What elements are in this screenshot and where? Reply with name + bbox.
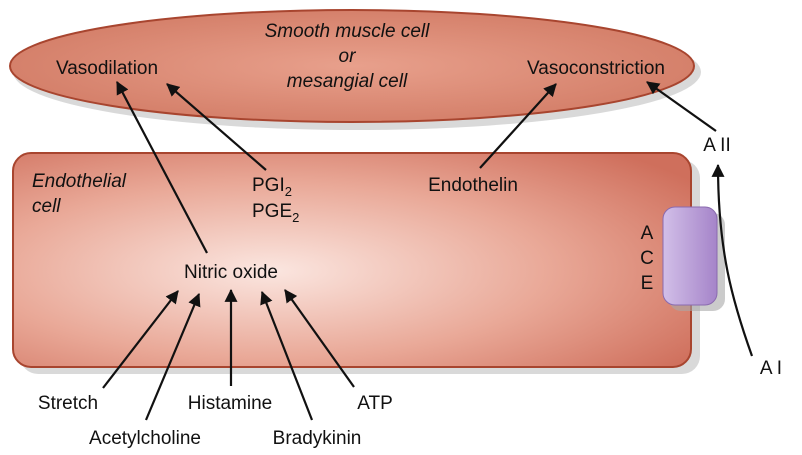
endothelial-label-line2: cell <box>32 196 61 217</box>
ace-letter-c: C <box>640 248 654 269</box>
arrow-bradykinin-to-nitric-oxide <box>260 290 314 421</box>
arrow-atp-to-nitric-oxide <box>284 289 355 388</box>
arrow-endothelin-to-vasoconstriction <box>479 83 557 169</box>
ace-letter-a: A <box>641 223 654 244</box>
arrow-angiotensin-i-to-angiotensin-ii <box>711 163 754 357</box>
angiotensin-i-label: A I <box>760 358 782 379</box>
ace-protein <box>662 206 718 306</box>
endothelial-label-line1: Endothelial <box>32 171 127 192</box>
arrow-nitric-oxide-to-vasodilation <box>116 81 208 254</box>
smooth-muscle-title-line2: or <box>339 46 357 67</box>
pgi2-label: PGI2 <box>252 175 292 199</box>
smooth-muscle-title-line1: Smooth muscle cell <box>265 21 431 42</box>
angiotensin-ii-label: A II <box>703 135 730 156</box>
vasoconstriction-label: Vasoconstriction <box>527 58 665 79</box>
vasodilation-label: Vasodilation <box>56 58 158 79</box>
arrow-stretch-to-nitric-oxide <box>102 290 179 389</box>
arrow-acetylcholine-to-nitric-oxide <box>144 293 201 421</box>
endothelin-label: Endothelin <box>428 175 518 196</box>
bradykinin-label: Bradykinin <box>273 428 362 449</box>
ace-letter-e: E <box>641 273 654 294</box>
pge2-label: PGE2 <box>252 201 299 225</box>
atp-label: ATP <box>357 393 393 414</box>
nitric-oxide-label: Nitric oxide <box>184 262 278 283</box>
histamine-label: Histamine <box>188 393 272 414</box>
smooth-muscle-title-line3: mesangial cell <box>287 71 408 92</box>
stretch-label: Stretch <box>38 393 98 414</box>
arrow-prostaglandin-to-vasodilation <box>166 83 267 171</box>
acetylcholine-label: Acetylcholine <box>89 428 201 449</box>
arrow-angiotensin-ii-to-vasoconstriction <box>646 81 717 132</box>
smooth-muscle-cell <box>9 9 695 123</box>
